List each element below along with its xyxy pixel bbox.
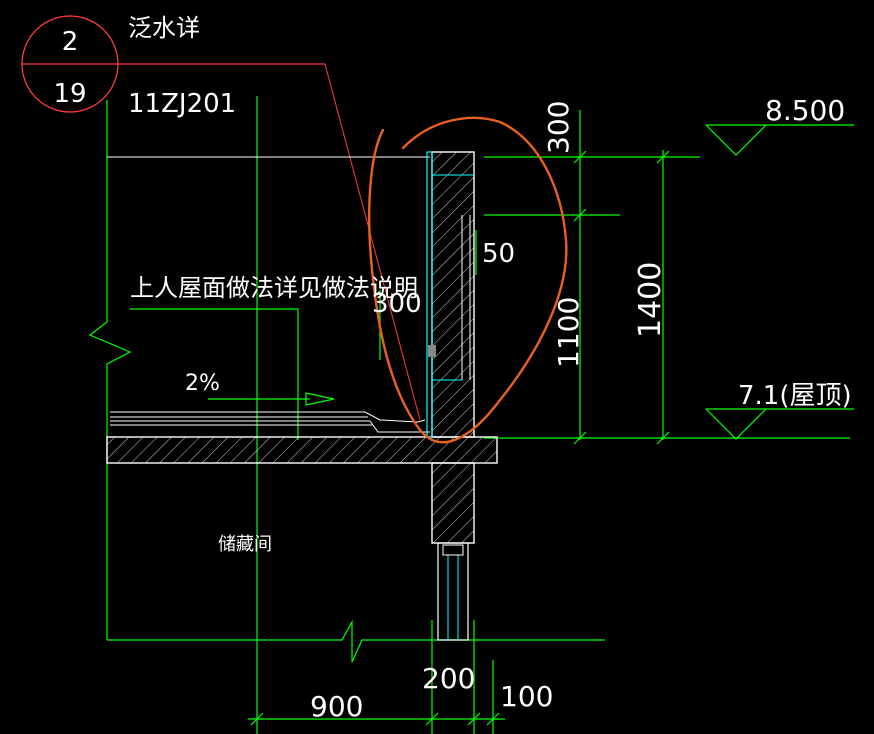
dim-1400-text: 1400 <box>633 262 668 338</box>
dim-200-text: 200 <box>422 662 475 695</box>
elevation-roof-text: 7.1(屋顶) <box>738 381 852 411</box>
anchor-marker <box>428 345 436 357</box>
structure <box>106 151 498 641</box>
detail-reference: 11ZJ201 <box>128 89 236 119</box>
dim-50-text: 50 <box>482 239 515 269</box>
dim-tick-3 <box>467 712 481 726</box>
slope-arrow-head <box>305 392 335 406</box>
dim-tick-6 <box>573 208 587 222</box>
detail-sheet-number: 19 <box>53 79 86 109</box>
elevation-top-triangle <box>705 124 767 156</box>
flashing-upturn-1 <box>364 411 426 423</box>
insulation-layer <box>426 151 433 438</box>
dim-100-text: 100 <box>500 680 553 713</box>
left-boundary-break-line <box>88 100 132 640</box>
detail-title: 泛水详 <box>128 14 200 42</box>
roof-slab <box>106 436 498 464</box>
markup-circle <box>368 116 568 444</box>
flashing-upturn-2 <box>369 420 430 433</box>
elevation-top-text: 8.500 <box>765 94 845 127</box>
slope-label: 2% <box>185 371 220 396</box>
detail-marker: 2 19 泛水详 11ZJ201 <box>21 14 421 421</box>
roof-layers <box>107 156 430 433</box>
axis-lines <box>88 96 854 734</box>
labels: 上人屋面做法详见做法说明 2% 储藏间 50 300 900 200 100 3… <box>130 94 852 723</box>
detail-leader-line <box>324 63 421 421</box>
roof-note-leader <box>130 308 299 440</box>
bottom-boundary-break-line <box>107 619 605 663</box>
dim-tick-5 <box>573 150 587 164</box>
elevation-roof-triangle <box>705 408 767 440</box>
dim-tick-9 <box>656 431 670 445</box>
dim-tick-2 <box>425 712 439 726</box>
dim-900-text: 900 <box>310 690 363 723</box>
beam-below <box>431 462 475 544</box>
window-head <box>442 544 464 556</box>
dim-300-overlap-text: 300 <box>372 289 422 319</box>
dim-tick-7 <box>573 431 587 445</box>
room-label: 储藏间 <box>218 534 272 555</box>
parapet-wall <box>431 151 475 438</box>
dim-tick-4 <box>486 712 500 726</box>
dim-tick-1 <box>250 712 264 726</box>
dim-tick-8 <box>656 150 670 164</box>
dim-300-top-text: 300 <box>542 101 575 154</box>
roof-note: 上人屋面做法详见做法说明 <box>130 274 418 302</box>
detail-number: 2 <box>62 27 79 57</box>
review-markup <box>368 116 568 444</box>
dim-1100-text: 1100 <box>552 297 585 368</box>
window-frame <box>437 542 469 641</box>
